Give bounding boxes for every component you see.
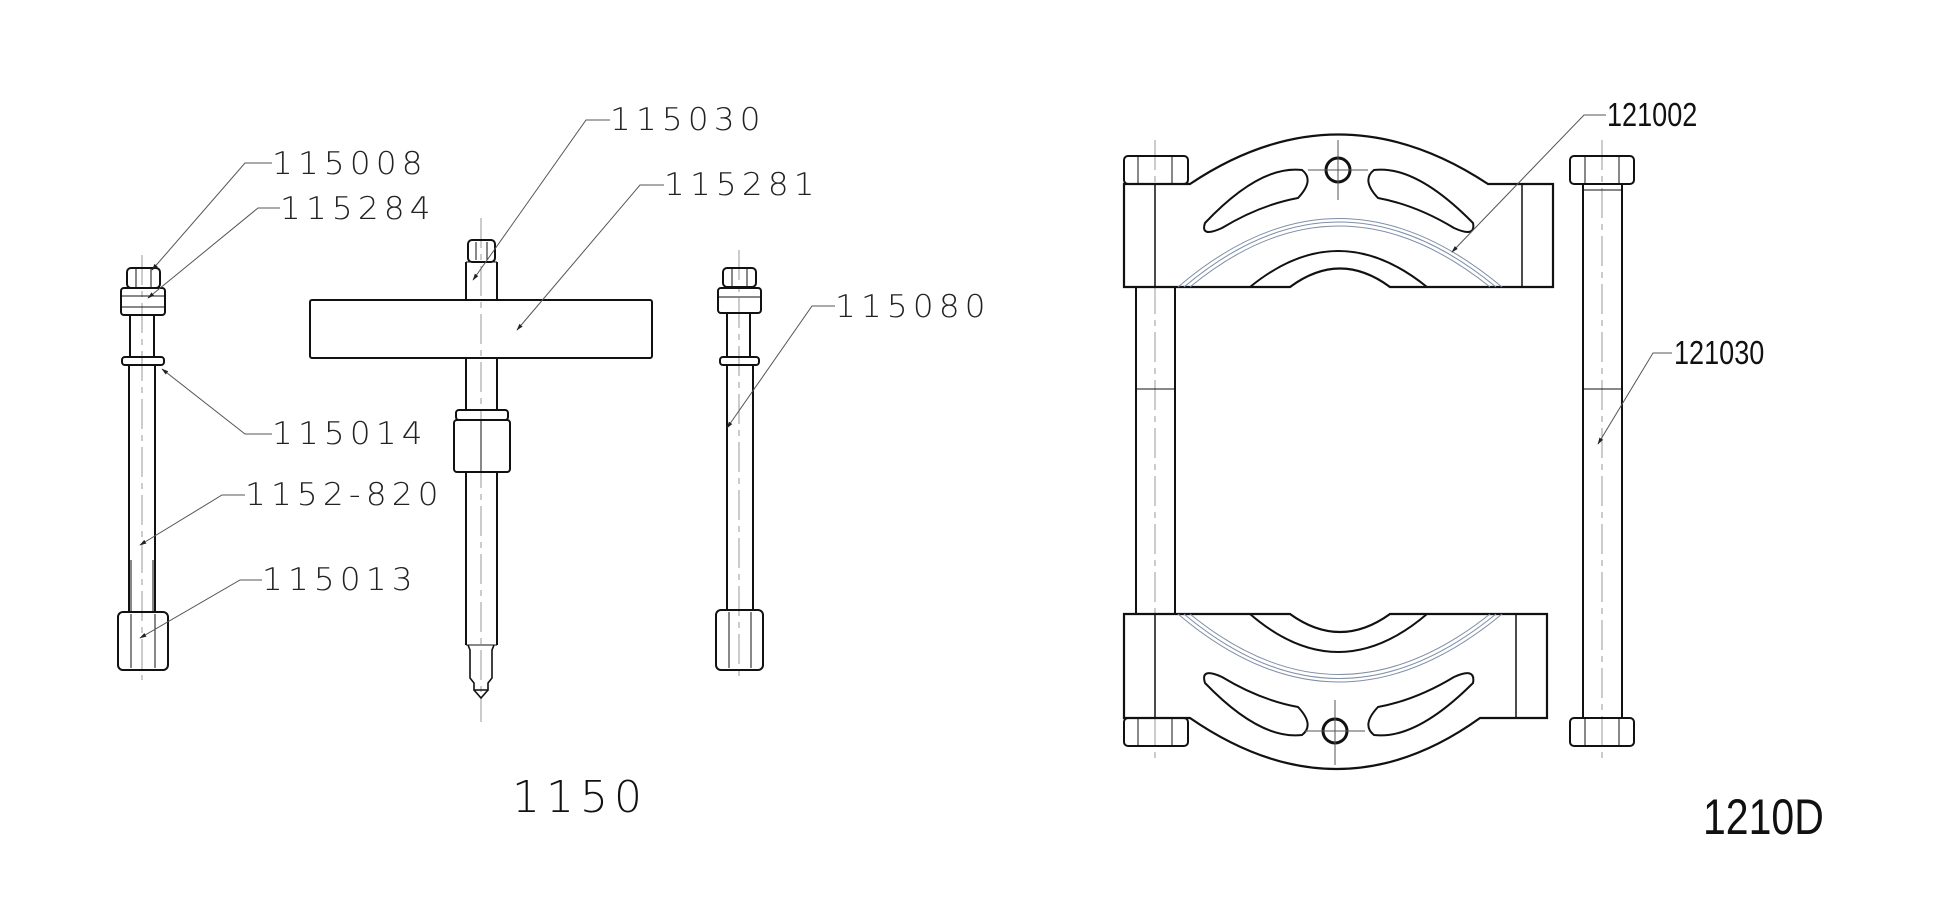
right-rod-121030 xyxy=(1569,140,1635,762)
part-label-115013: 115013 xyxy=(262,562,418,598)
leaders-1150 xyxy=(139,119,835,639)
collar-115284 xyxy=(120,287,166,316)
assembly-1210D xyxy=(1122,114,1672,770)
bottom-nut xyxy=(715,609,764,671)
bottom-jaw xyxy=(1122,612,1549,770)
left-rod-1210D xyxy=(1123,140,1189,762)
part-label-115080: 115080 xyxy=(835,289,991,325)
leaders-1210D xyxy=(1451,114,1672,445)
left-bolt-1150 xyxy=(117,255,169,680)
part-label-1152-820: 1152-820 xyxy=(245,477,444,513)
top-nut-115008 xyxy=(126,267,161,289)
part-label-121002: 121002 xyxy=(1607,96,1698,133)
part-label-115030: 115030 xyxy=(610,102,766,138)
assembly-title-1150: 1150 xyxy=(512,772,648,823)
part-label-121030: 121030 xyxy=(1674,334,1765,371)
assembly-title-1210D: 1210D xyxy=(1703,789,1824,845)
part-label-115281: 115281 xyxy=(664,167,820,203)
center-screw-1150 xyxy=(309,218,653,722)
part-label-115014: 115014 xyxy=(272,416,428,452)
part-label-115284: 115284 xyxy=(280,191,436,227)
crossbar-115281 xyxy=(309,299,653,359)
washer-115014 xyxy=(121,356,165,366)
top-right-nut xyxy=(1569,155,1635,185)
assembly-1150 xyxy=(117,119,835,722)
top-left-nut xyxy=(1123,155,1189,185)
top-jaw-121002 xyxy=(1122,133,1555,289)
hex-nut xyxy=(453,419,511,473)
part-label-115008: 115008 xyxy=(272,146,428,182)
right-bolt-1150 xyxy=(715,250,764,680)
bottom-nut-115013 xyxy=(117,611,169,671)
bottom-left-nut xyxy=(1123,717,1189,747)
bottom-right-nut xyxy=(1569,717,1635,747)
